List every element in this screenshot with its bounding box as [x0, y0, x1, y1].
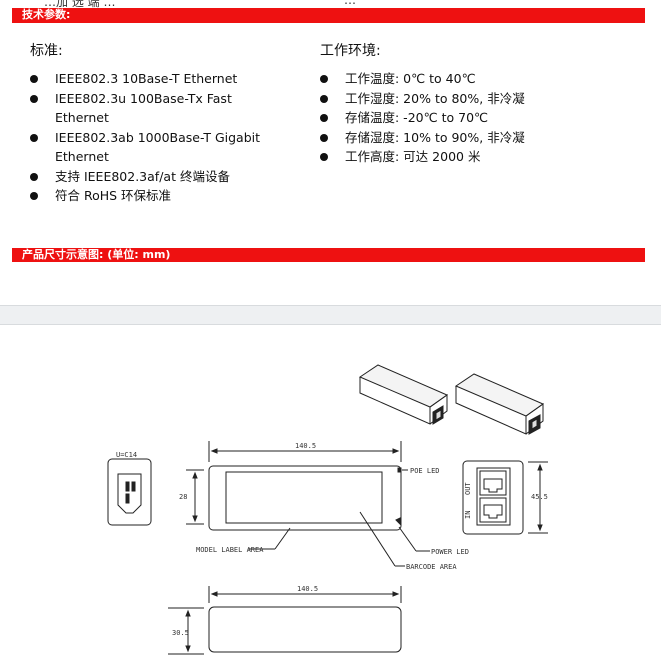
bullet-icon [320, 75, 328, 83]
bottom-view [168, 586, 402, 655]
c14-connector-view [107, 458, 152, 526]
standards-list: IEEE802.3 10Base-T Ethernet IEEE802.3u 1… [30, 69, 280, 206]
list-item: 工作温度: 0℃ to 40℃ [320, 69, 600, 89]
thickness-label: 30.5 [172, 629, 189, 637]
bullet-icon [30, 133, 38, 142]
front-view [186, 441, 430, 567]
bullet-icon [30, 192, 38, 200]
page-break-band [0, 305, 661, 325]
list-item: 存储温度: -20℃ to 70℃ [320, 108, 600, 128]
list-item: 工作高度: 可达 2000 米 [320, 147, 600, 167]
bullet-icon [30, 172, 38, 181]
product-3d-view-right [454, 373, 545, 435]
port-out-label: OUT [464, 482, 472, 495]
bullet-icon [320, 114, 328, 122]
side-view [462, 460, 548, 535]
list-item: IEEE802.3 10Base-T Ethernet [30, 69, 280, 89]
standards-title: 标准: [30, 43, 63, 59]
power-led-label: POWER LED [431, 548, 469, 556]
list-item: IEEE802.3u 100Base-Tx Fast Ethernet [30, 89, 280, 128]
connector-label: U=C14 [116, 451, 137, 459]
side-height-label: 45.5 [531, 493, 548, 501]
model-label-area-label: MODEL LABEL AREA [196, 546, 264, 554]
list-item: 支持 IEEE802.3af/at 终端设备 [30, 167, 280, 187]
dimensions-header: 产品尺寸示意图: (单位: mm) [12, 248, 645, 262]
product-3d-view-left [358, 364, 449, 425]
list-item: 符合 RoHS 环保标准 [30, 186, 280, 206]
list-item: 存储湿度: 10% to 90%, 非冷凝 [320, 128, 600, 148]
cut-off-text-left: …加 选 端 … [44, 0, 116, 9]
height-label: 28 [179, 493, 187, 501]
dimension-drawing: U=C14 140.5 28 POE LED MODEL LABEL AREA … [107, 364, 548, 655]
length-top-label: 140.5 [295, 442, 316, 450]
bullet-icon [320, 94, 328, 103]
poe-led-label: POE LED [410, 467, 440, 475]
bullet-icon [320, 133, 328, 142]
list-item: 工作湿度: 20% to 80%, 非冷凝 [320, 89, 600, 109]
bullet-icon [320, 153, 328, 161]
barcode-area-label: BARCODE AREA [406, 563, 457, 571]
environment-list: 工作温度: 0℃ to 40℃ 工作湿度: 20% to 80%, 非冷凝 存储… [320, 69, 600, 167]
bullet-icon [30, 94, 38, 103]
list-item: IEEE802.3ab 1000Base-T Gigabit Ethernet [30, 128, 280, 167]
environment-title: 工作环境: [320, 43, 381, 59]
tech-params-header: 技术参数: [12, 8, 645, 23]
cut-off-text-right: … [344, 0, 356, 7]
length-bottom-label: 140.5 [297, 585, 318, 593]
bullet-icon [30, 75, 38, 83]
port-in-label: IN [464, 511, 472, 519]
